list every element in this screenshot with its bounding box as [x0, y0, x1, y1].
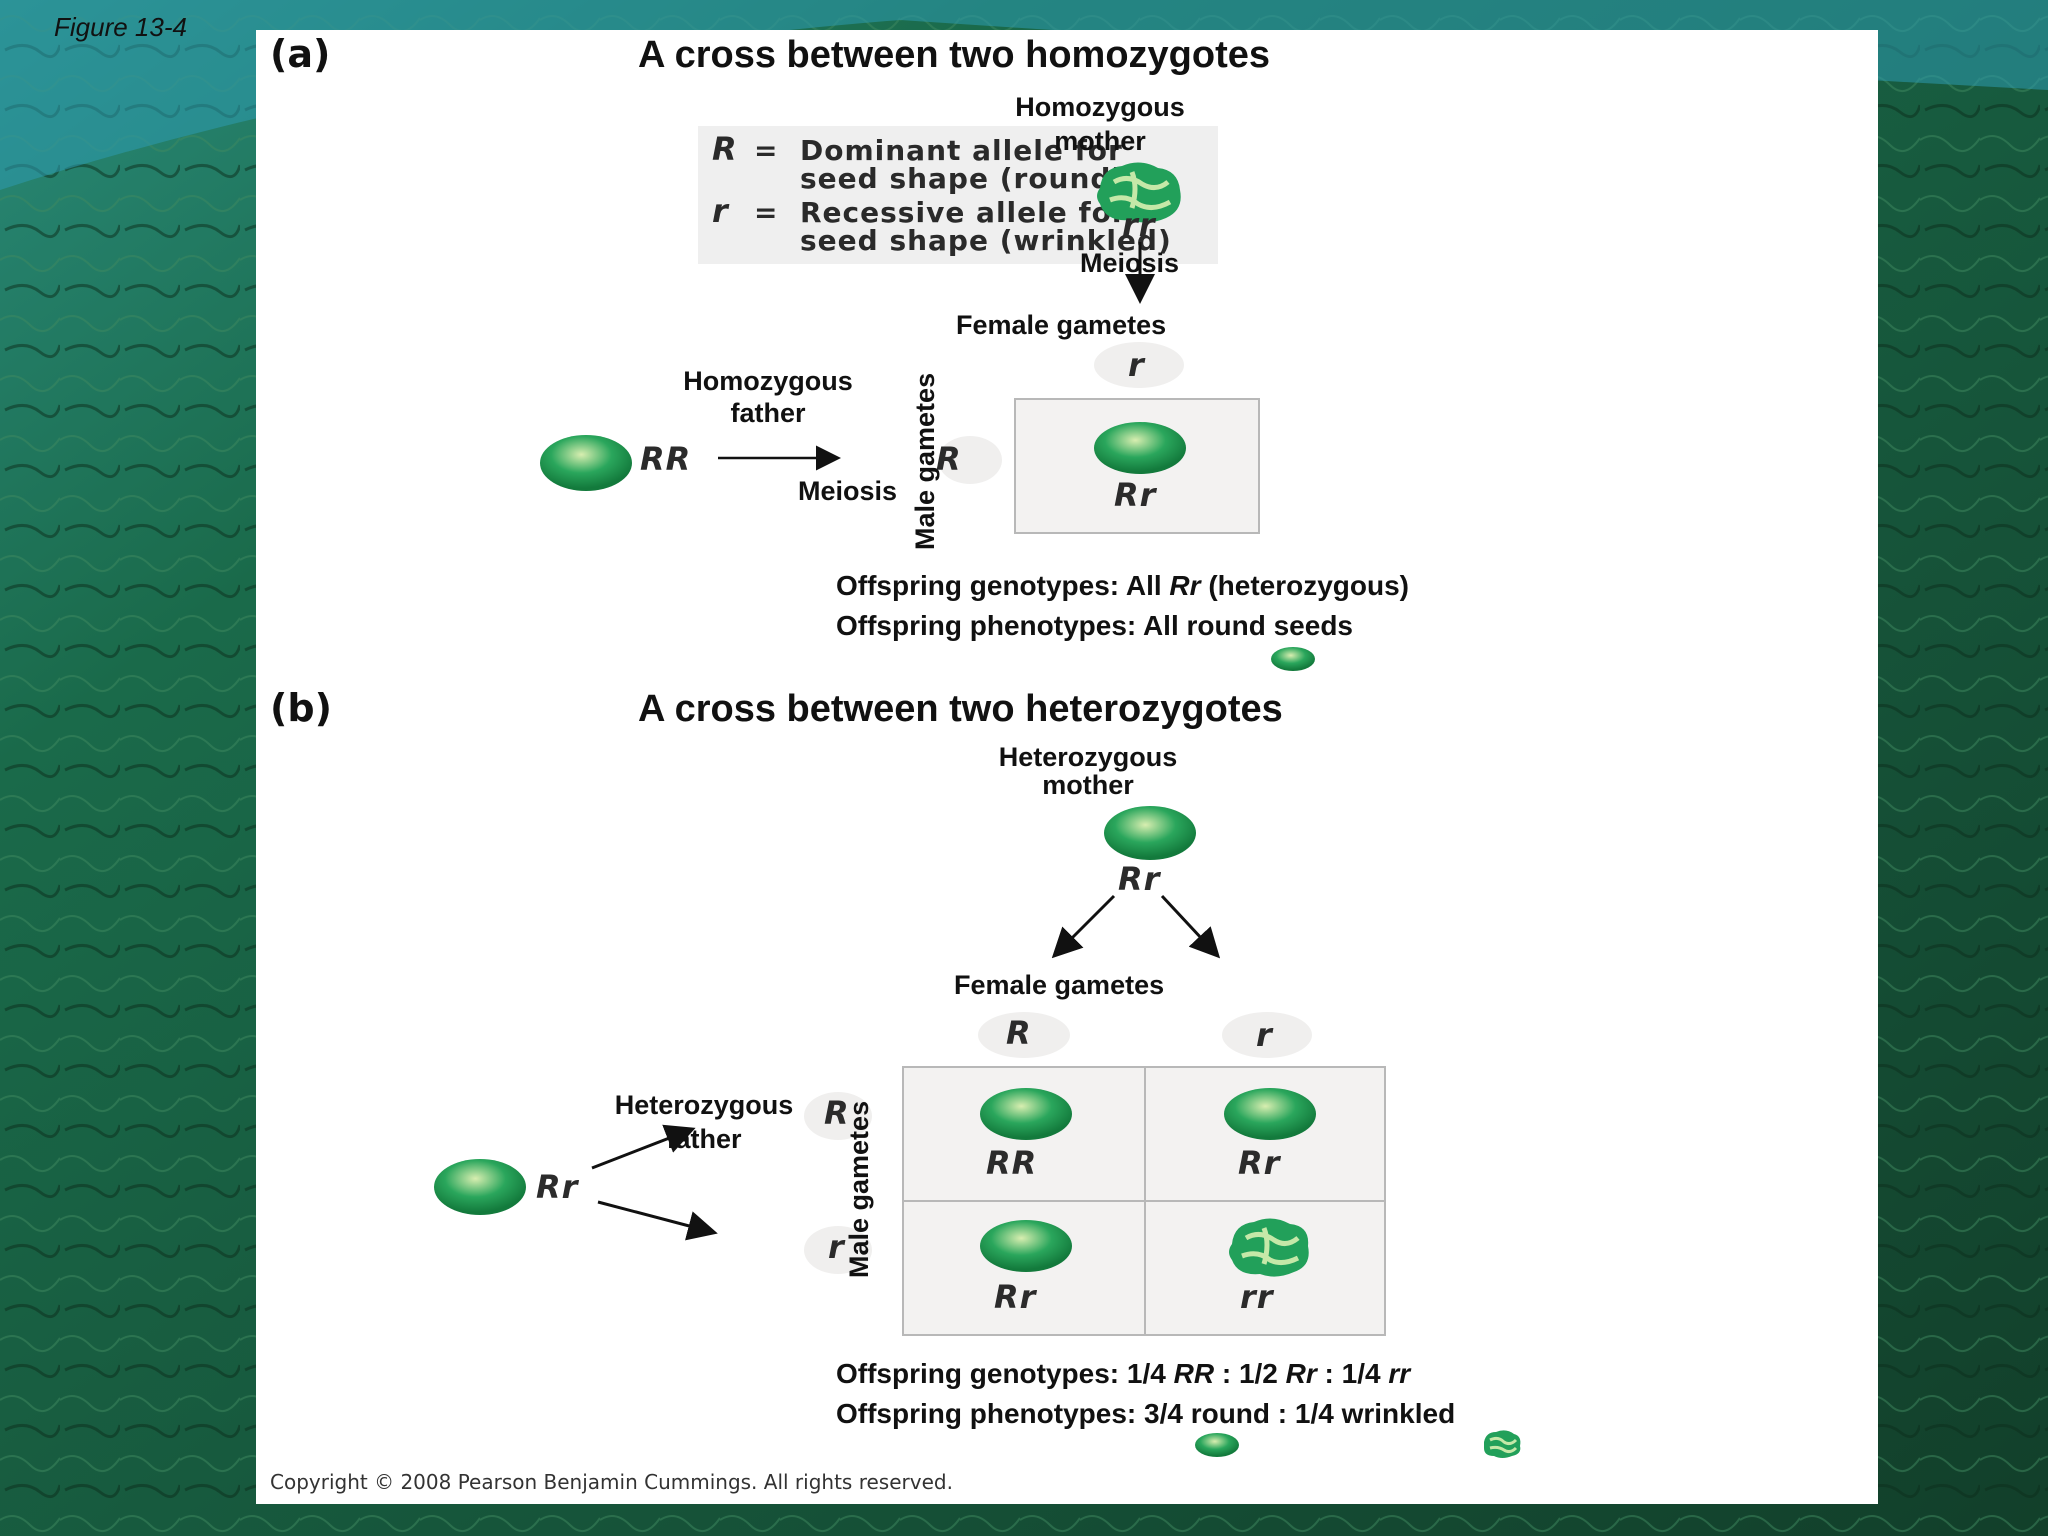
b-female-gamete-bubble-2	[1222, 1012, 1312, 1058]
b-summary-phenotypes: Offspring phenotypes: 3/4 round : 1/4 wr…	[836, 1398, 1456, 1429]
a-female-gamete-bubble	[1094, 342, 1184, 388]
b-female-gamete-2: r	[1256, 1016, 1273, 1054]
a-summary-geno-suffix: (heterozygous)	[1200, 570, 1410, 601]
copyright-notice: Copyright © 2008 Pearson Benjamin Cummin…	[270, 1470, 953, 1494]
a-father-label-1: Homozygous	[683, 366, 853, 396]
b-female-gamete-bubble-1	[978, 1012, 1070, 1058]
wrinkled-pea-icon	[1097, 162, 1181, 223]
wrinkled-pea-icon	[1484, 1430, 1521, 1458]
a-meiosis-father: Meiosis	[798, 476, 898, 506]
b-male-gamete-1: R	[824, 1094, 850, 1132]
a-male-gamete: R	[936, 440, 962, 478]
arrows-overlay	[591, 242, 1221, 1241]
b-father-genotype: Rr	[536, 1168, 579, 1206]
b-male-gamete-2: r	[828, 1228, 845, 1266]
b-mother-arrow-right	[1160, 894, 1221, 959]
round-pea-icon	[1104, 806, 1196, 860]
round-pea-icon	[434, 1159, 526, 1215]
b-summary-genotypes: Offspring genotypes: 1/4 RR : 1/2 Rr : 1…	[836, 1358, 1410, 1390]
part-b-tag: (b)	[270, 686, 332, 730]
legend-R-text-2: seed shape (round)	[800, 162, 1126, 195]
b-cell-genotype-4: rr	[1240, 1278, 1274, 1316]
a-cell-genotype: Rr	[1114, 476, 1157, 514]
legend-r-text-1: Recessive allele for	[800, 196, 1127, 229]
legend-R-symbol: R	[712, 130, 738, 168]
b-father-arrow-down	[597, 1200, 718, 1241]
a-summary-geno-prefix: Offspring genotypes: All	[836, 570, 1170, 601]
figure-panel: (a) A cross between two homozygotes R = …	[256, 30, 1878, 1504]
a-mother-label-1: Homozygous	[1015, 92, 1185, 122]
b-summary-geno-5: : 1/4	[1316, 1358, 1389, 1389]
b-father-arrow-up	[591, 1124, 696, 1170]
a-male-gamete-bubble	[938, 436, 1002, 484]
b-punnett-square: RR Rr Rr rr	[902, 1066, 1386, 1336]
figure-label: Figure 13-4	[54, 12, 187, 42]
round-pea-icon	[1195, 1433, 1239, 1457]
round-pea-icon	[980, 1088, 1072, 1140]
part-a-tag: (a)	[270, 32, 331, 76]
b-cell-genotype-3: Rr	[994, 1278, 1037, 1316]
round-pea-icon	[1224, 1088, 1316, 1140]
b-summary-geno-6: rr	[1388, 1358, 1411, 1389]
round-pea-icon	[540, 435, 632, 491]
a-meiosis-mother: Meiosis	[1080, 248, 1180, 278]
a-father-label-2: father	[730, 398, 806, 428]
a-summary-phenotypes: Offspring phenotypes: All round seeds	[836, 610, 1354, 641]
b-cell-genotype-1: RR	[986, 1144, 1038, 1182]
legend-r-text-2: seed shape (wrinkled)	[800, 224, 1172, 257]
b-father-label-1: Heterozygous	[614, 1090, 794, 1120]
legend-R-text-1: Dominant allele for	[800, 134, 1123, 167]
b-summary-geno-4: Rr	[1285, 1358, 1317, 1389]
b-grid-divider-h	[904, 1200, 1384, 1202]
b-mother-genotype: Rr	[1118, 860, 1161, 898]
legend-eq-1: =	[754, 134, 779, 167]
b-male-gamete-bubble-1	[804, 1092, 872, 1140]
b-summary-geno-3: : 1/2	[1214, 1358, 1286, 1389]
legend-r-symbol: r	[712, 192, 729, 230]
wrinkled-pea-icon	[1229, 1218, 1309, 1277]
b-mother-label-2: mother	[1042, 770, 1134, 800]
b-cell-genotype-2: Rr	[1238, 1144, 1281, 1182]
b-male-gamete-bubble-2	[804, 1226, 872, 1274]
b-female-gamete-1: R	[1006, 1014, 1032, 1052]
b-female-gametes-label: Female gametes	[954, 970, 1165, 1000]
legend-eq-2: =	[754, 196, 779, 229]
b-summary-geno-2: RR	[1173, 1358, 1215, 1389]
part-a-title: A cross between two homozygotes	[638, 34, 1271, 76]
a-father-genotype: RR	[640, 440, 692, 478]
b-mother-label-1: Heterozygous	[998, 742, 1178, 772]
a-mother-genotype: rr	[1122, 206, 1156, 244]
a-mother-label-2: mother	[1054, 126, 1146, 156]
b-mother-arrow-left	[1051, 894, 1116, 959]
a-summary-genotypes: Offspring genotypes: All Rr (heterozygou…	[836, 570, 1409, 602]
round-pea-icon	[1094, 422, 1186, 474]
a-female-gametes-label: Female gametes	[956, 310, 1167, 340]
b-summary-geno-1: Offspring genotypes: 1/4	[836, 1358, 1174, 1389]
round-pea-icon	[980, 1220, 1072, 1272]
allele-legend: R = Dominant allele for seed shape (roun…	[698, 126, 1218, 264]
a-female-gamete: r	[1128, 346, 1145, 384]
part-b-title: A cross between two heterozygotes	[638, 688, 1283, 730]
round-pea-icon	[1271, 647, 1315, 671]
a-punnett-square: Rr	[1014, 398, 1260, 534]
a-summary-geno-italic: Rr	[1169, 570, 1201, 601]
